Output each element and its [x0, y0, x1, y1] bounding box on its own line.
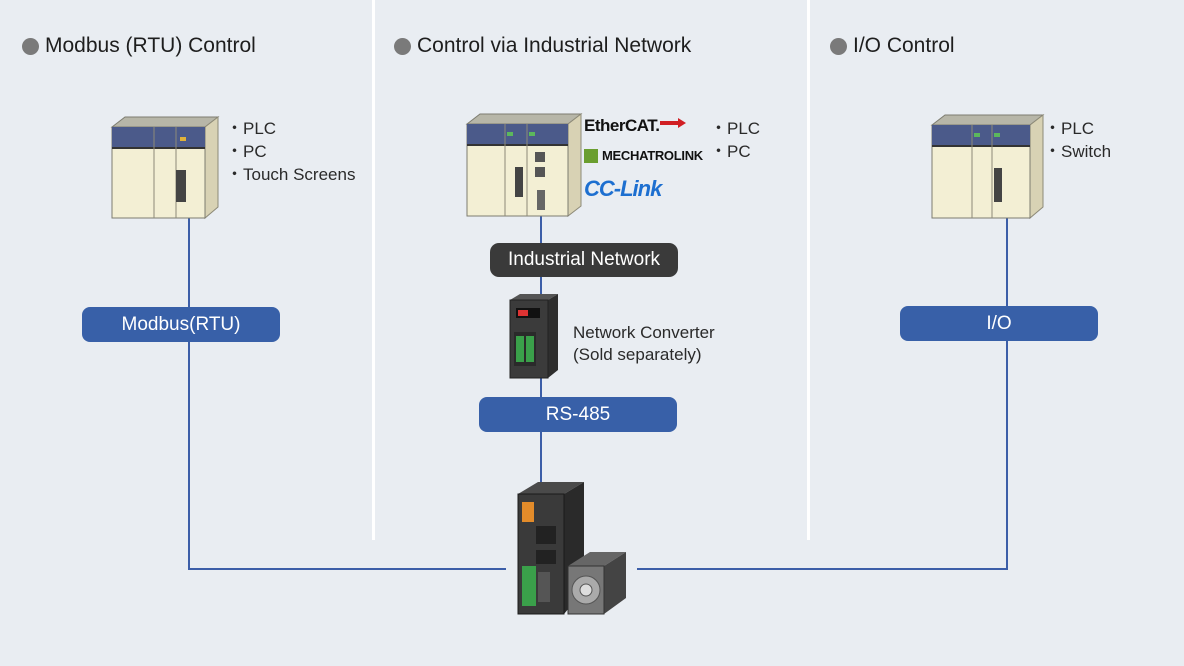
plc-icon — [465, 112, 583, 218]
bullet-dot-icon — [22, 37, 39, 55]
device-item: ・PC — [710, 142, 751, 161]
device-item: ・PLC — [226, 119, 277, 138]
plc-icon — [110, 115, 220, 220]
driver-and-motor-icon — [517, 482, 626, 615]
mechatrolink-mark-icon — [584, 148, 598, 163]
industrial-network-text: Industrial Network — [507, 249, 661, 270]
section-title-io: I/O Control — [830, 34, 955, 58]
modbus-rtu-label: Modbus(RTU) — [82, 307, 280, 342]
section-title-modbus-text: Modbus (RTU) Control — [45, 34, 256, 57]
network-converter-icon — [509, 294, 558, 379]
device-item: ・PC — [226, 142, 267, 161]
modbus-horizontal-line — [188, 568, 506, 570]
ethercat-logo-text: EtherCAT. — [584, 116, 660, 135]
network-device-list: ・PLC ・PC — [710, 117, 760, 163]
industrial-network-label: Industrial Network — [490, 243, 678, 277]
device-item: ・PLC — [1044, 119, 1095, 138]
ethercat-arrow-icon — [660, 118, 686, 128]
network-converter-note: Network Converter (Sold separately) — [573, 322, 715, 366]
section-title-network-text: Control via Industrial Network — [417, 34, 692, 57]
rs485-label: RS-485 — [479, 397, 677, 432]
device-item: ・Touch Screens — [226, 165, 356, 184]
rs485-text: RS-485 — [545, 403, 611, 425]
mechatrolink-logo: MECHATROLINK — [584, 148, 703, 163]
modbus-rtu-text: Modbus(RTU) — [121, 313, 241, 335]
bullet-dot-icon — [830, 37, 847, 55]
column-divider-left — [372, 0, 375, 540]
converter-note-line: Network Converter — [573, 323, 715, 342]
mechatrolink-logo-text: MECHATROLINK — [602, 148, 703, 163]
bullet-dot-icon — [394, 37, 411, 55]
converter-note-line: (Sold separately) — [573, 345, 702, 364]
cc-link-logo: CC-Link — [584, 176, 662, 202]
section-title-modbus: Modbus (RTU) Control — [22, 34, 256, 58]
io-device-list: ・PLC ・Switch — [1044, 117, 1111, 163]
modbus-connection-line — [188, 215, 190, 570]
cc-link-logo-text: CC-Link — [584, 176, 662, 201]
io-label: I/O — [900, 306, 1098, 341]
device-item: ・PLC — [710, 119, 761, 138]
column-divider-right — [807, 0, 810, 540]
section-title-io-text: I/O Control — [853, 34, 955, 57]
device-item: ・Switch — [1044, 142, 1112, 161]
io-connection-line — [1006, 215, 1008, 570]
io-horizontal-line — [637, 568, 1008, 570]
section-title-network: Control via Industrial Network — [394, 34, 691, 58]
modbus-device-list: ・PLC ・PC ・Touch Screens — [226, 117, 355, 186]
ethercat-logo: EtherCAT. — [584, 116, 660, 136]
plc-icon — [930, 113, 1045, 220]
io-text: I/O — [986, 312, 1012, 334]
